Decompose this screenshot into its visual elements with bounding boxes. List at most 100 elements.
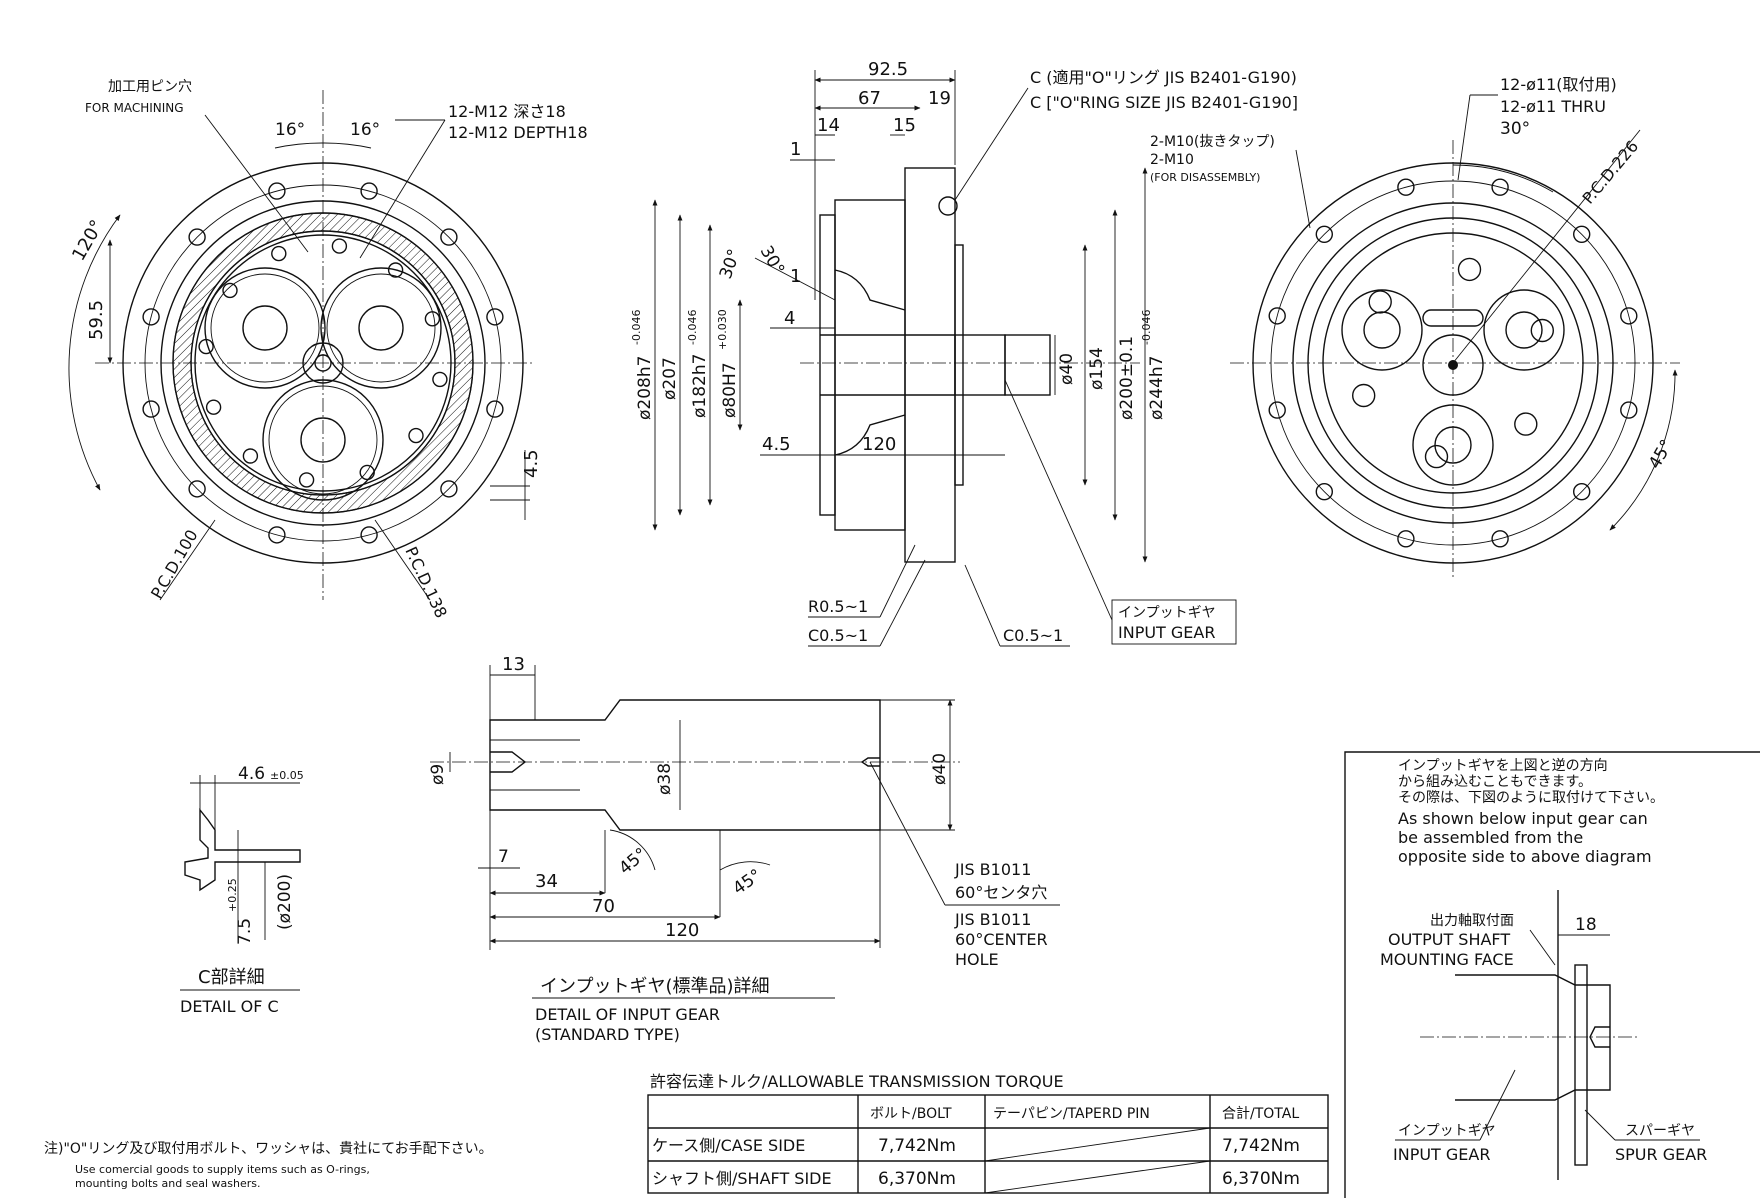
note-box: インプットギヤを上図と逆の方向 から組み込むこともできます。 その際は、下図のよ… (1344, 751, 1760, 1198)
gear-angle-45b: 45° (729, 865, 765, 899)
right-pcd-leader (1452, 129, 1641, 364)
front-center-shaft (302, 342, 344, 384)
torque-table: 許容伝達トルク/ALLOWABLE TRANSMISSION TORQUE ボル… (647, 1072, 1329, 1194)
bolt-hole (486, 308, 504, 326)
gear-dim-7: 7 (498, 847, 509, 867)
section-oring-ja: C (適用"O"リング JIS B2401-G190) (1030, 68, 1297, 87)
section-housing (834, 199, 906, 531)
front-machining-leader (204, 114, 309, 253)
section-tol-244: -0.046 (1140, 310, 1153, 345)
front-angle-16b: 16° (350, 120, 380, 140)
gear-title-ja: インプットギヤ(標準品)詳細 (540, 976, 770, 997)
section-tol-80: +0.030 (716, 309, 729, 350)
gear-dim-40: ø40 (930, 753, 950, 785)
section-oring-leader (954, 87, 1029, 201)
section-input-gear-box (1111, 599, 1237, 645)
gear-jis-en-2: 60°CENTER (955, 930, 1048, 949)
section-c05b-leader (964, 564, 1001, 647)
note-spur-shaft (1574, 964, 1588, 1166)
note-ja-2: から組み込むこともできます。 (1398, 774, 1592, 790)
section-view: 92.5 67 19 14 15 1 1 4 30° 30° 4.5 120 ø… (630, 59, 1298, 647)
screw-head (1514, 412, 1538, 436)
right-inner-circle-2 (1322, 232, 1584, 494)
right-center-slot (1422, 309, 1484, 327)
tap-hole (271, 245, 287, 262)
note-face-ja: 出力軸取付面 (1430, 913, 1514, 929)
note-ja-1: インプットギヤを上図と逆の方向 (1398, 758, 1608, 774)
bolt-hole (1491, 178, 1509, 196)
front-gear-left (204, 267, 326, 389)
footnote-ja: 注)"O"リング及び取付用ボルト、ワッシャは、貴社にてお手配下さい。 (44, 1141, 493, 1157)
torque-header-bolt: ボルト/BOLT (870, 1106, 952, 1122)
section-r05-leader (879, 544, 916, 618)
note-en-2: be assembled from the (1398, 828, 1583, 847)
front-machining-ja: 加工用ピン穴 (108, 79, 192, 95)
gear-jis-leader (869, 761, 946, 906)
footnote: 注)"O"リング及び取付用ボルト、ワッシャは、貴社にてお手配下さい。 Use c… (44, 1141, 493, 1190)
front-gear-bottom-hub (300, 417, 346, 463)
section-output-face (954, 244, 964, 486)
front-gear-right (320, 267, 442, 389)
tap-hole (198, 338, 214, 355)
gear-body (489, 699, 881, 831)
front-outer-flange (122, 162, 524, 564)
bolt-hole (268, 526, 286, 544)
bolt-hole (142, 400, 160, 418)
note-spur-ja: スパーギヤ (1625, 1123, 1695, 1139)
section-inner-profile-bottom (834, 414, 906, 456)
gear-jis-ja-2: 60°センタ穴 (955, 883, 1047, 902)
bolt-hole (1620, 307, 1638, 325)
right-center-hub (1422, 334, 1484, 396)
note-spur-leader (1584, 1109, 1616, 1141)
gear-angle-45a: 45° (615, 844, 651, 879)
gear-dim-70: 70 (592, 896, 615, 917)
right-m10-note: (FOR DISASSEMBLY) (1150, 171, 1260, 184)
tap-hole (205, 399, 222, 415)
front-pcd100-leader (159, 519, 216, 601)
front-tap-ja: 12-M12 深さ18 (448, 102, 566, 121)
right-gear-right (1483, 289, 1565, 371)
gear-jis-ja-1: JIS B1011 (954, 860, 1031, 879)
bolt-hole (1315, 225, 1334, 244)
front-dim-4-5: 4.5 (521, 449, 542, 478)
note-en-3: opposite side to above diagram (1398, 847, 1652, 866)
front-tap-leader (359, 119, 446, 259)
section-dim-67: 67 (858, 88, 881, 109)
note-en-1: As shown below input gear can (1398, 809, 1648, 828)
front-inner-holes (198, 238, 448, 488)
bolt-hole (1397, 530, 1415, 548)
right-view: 12-ø11(取付用) 12-ø11 THRU 30° P.C.D.226 2-… (1150, 75, 1680, 580)
right-angle-45: 45° (1645, 436, 1677, 472)
gear-dim-9: ø9 (428, 764, 448, 785)
bolt-hole (142, 308, 160, 326)
right-screws (1351, 257, 1555, 469)
note-face-en-1: OUTPUT SHAFT (1388, 930, 1510, 949)
section-input-gear-leader (1004, 379, 1113, 621)
detail-c-dim-200: (ø200) (275, 874, 295, 930)
bolt-hole (1572, 225, 1591, 244)
note-face-en-2: MOUNTING FACE (1380, 950, 1514, 969)
note-ja-3: その際は、下図のように取付けて下さい。 (1398, 790, 1664, 806)
section-tol-182: -0.046 (686, 310, 699, 345)
right-angle-30-arc (1452, 164, 1554, 193)
front-pcd-100: P.C.D.100 (147, 526, 202, 602)
section-dim-120: 120 (862, 434, 896, 455)
note-gear-en: INPUT GEAR (1393, 1145, 1490, 1164)
note-face-leader (1529, 929, 1556, 966)
note-gear-ja: インプットギヤ (1398, 1123, 1496, 1139)
front-angle-120-arc (68, 214, 121, 491)
bolt-hole (1268, 307, 1286, 325)
section-tol-208: -0.046 (630, 310, 643, 345)
tap-hole (408, 427, 424, 444)
torque-title: 許容伝達トルク/ALLOWABLE TRANSMISSION TORQUE (650, 1072, 1064, 1091)
section-output-shaft (1004, 334, 1051, 396)
torque-row-case-label: ケース側/CASE SIDE (652, 1136, 805, 1155)
section-d40: ø40 (1057, 353, 1077, 385)
section-inner-profile-top (834, 269, 906, 311)
right-housing-circle (1292, 202, 1614, 524)
gear-center-hole-left (490, 751, 527, 773)
right-inner-circle (1307, 217, 1599, 509)
torque-header-total: 合計/TOTAL (1222, 1106, 1299, 1122)
torque-diag-1 (984, 1127, 1211, 1162)
bolt-hole (486, 400, 504, 418)
